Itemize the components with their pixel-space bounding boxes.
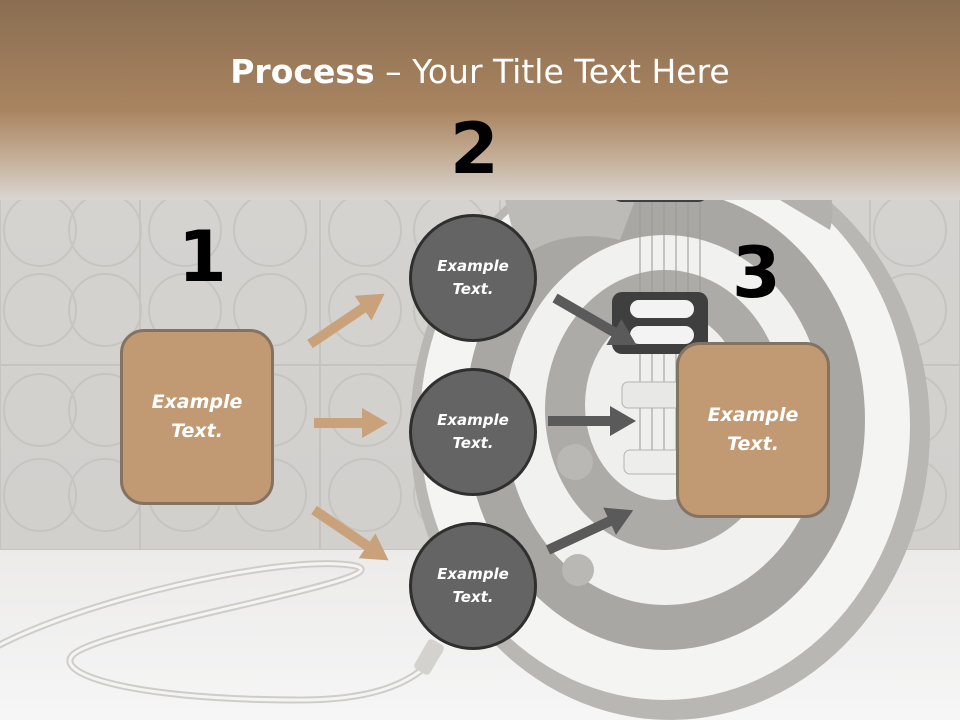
step-number-2: 2: [450, 108, 499, 190]
circle-top-line2: Text.: [452, 280, 494, 298]
step-3-box-line2: Text.: [727, 433, 779, 455]
circle-middle-line2: Text.: [452, 434, 494, 452]
process-circle-bottom[interactable]: Example Text.: [409, 522, 537, 650]
title-rest: – Your Title Text Here: [374, 52, 730, 91]
circle-bottom-line2: Text.: [452, 588, 494, 606]
arrow-left-middle: [314, 408, 388, 438]
circle-top-line1: Example: [437, 257, 509, 275]
step-1-box-line2: Text.: [171, 420, 223, 442]
arrow-right-bottom: [545, 507, 634, 555]
arrow-left-top: [307, 293, 385, 349]
step-3-box-line1: Example: [707, 404, 799, 426]
circle-bottom-line1: Example: [437, 565, 509, 583]
step-number-1: 1: [178, 216, 227, 298]
arrow-left-bottom: [311, 505, 389, 561]
step-number-3: 3: [732, 232, 781, 314]
arrow-right-top: [552, 293, 637, 345]
process-circle-middle[interactable]: Example Text.: [409, 368, 537, 496]
step-1-box[interactable]: Example Text.: [120, 329, 274, 505]
arrow-right-middle: [548, 406, 636, 436]
slide-title: Process – Your Title Text Here: [0, 52, 960, 91]
title-strong: Process: [230, 52, 375, 91]
step-3-box[interactable]: Example Text.: [676, 342, 830, 518]
circle-middle-line1: Example: [437, 411, 509, 429]
process-circle-top[interactable]: Example Text.: [409, 214, 537, 342]
step-1-box-line1: Example: [151, 391, 243, 413]
